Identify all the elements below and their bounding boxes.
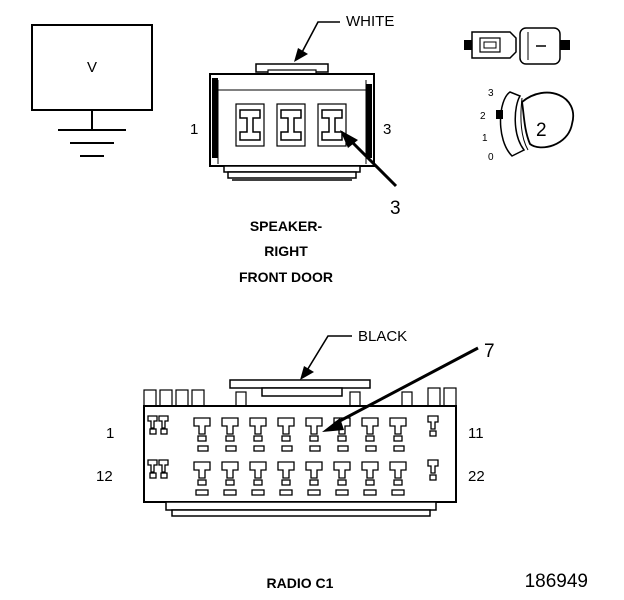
speaker-name-line-3: FRONT DOOR xyxy=(239,269,333,285)
probe-scale-0: 0 xyxy=(488,152,494,163)
radio-cavity-row-bottom xyxy=(147,459,439,496)
radio-cavity xyxy=(305,417,323,442)
probe-callout: 2 xyxy=(536,120,547,141)
speaker-name-line-2: RIGHT xyxy=(264,243,308,259)
figure-number: 186949 xyxy=(525,571,588,592)
radio-cavity xyxy=(277,461,295,496)
ground-icon xyxy=(58,129,126,157)
radio-callout: 7 xyxy=(484,341,495,362)
radio-cavity xyxy=(147,415,169,435)
speaker-cavity xyxy=(276,103,306,147)
probe-scale-1: 1 xyxy=(482,133,488,144)
voltmeter-symbol: V xyxy=(31,24,153,130)
radio-pin-top-right: 11 xyxy=(468,425,484,442)
probe-scale-3: 3 xyxy=(488,88,494,99)
probe-gauge: 3 2 1 0 2 xyxy=(480,88,575,163)
radio-cavity xyxy=(277,417,295,442)
radio-cavity xyxy=(361,417,379,442)
radio-cavity xyxy=(249,461,267,496)
speaker-name-line-1: SPEAKER- xyxy=(250,218,323,234)
radio-cavity xyxy=(305,461,323,496)
speaker-color-label: WHITE xyxy=(346,13,394,30)
radio-pin-bottom-right: 22 xyxy=(468,468,485,485)
radio-cavity xyxy=(361,461,379,496)
speaker-cavity xyxy=(235,103,265,147)
radio-connector-name: RADIO C1 xyxy=(267,575,334,591)
speaker-pin-left: 1 xyxy=(190,121,198,138)
speaker-callout: 3 xyxy=(390,198,401,219)
radio-cavity xyxy=(221,461,239,496)
probe-scale-2: 2 xyxy=(480,111,486,122)
radio-cavity xyxy=(249,417,267,442)
radio-connector: BLACK 1 11 12 22 7 RA xyxy=(96,328,495,591)
speaker-cavity xyxy=(317,103,347,147)
terminal-probe-icon xyxy=(464,27,570,65)
radio-cavity xyxy=(221,417,239,442)
radio-cavity xyxy=(389,417,407,442)
radio-cavity xyxy=(333,461,351,496)
radio-cavity xyxy=(427,415,439,437)
radio-pin-bottom-left: 12 xyxy=(96,468,113,485)
radio-cavity xyxy=(147,459,169,479)
radio-pin-top-left: 1 xyxy=(106,425,114,442)
speaker-pin-right: 3 xyxy=(383,121,391,138)
radio-cavity xyxy=(427,459,439,481)
radio-color-label: BLACK xyxy=(358,328,407,345)
radio-cavity xyxy=(193,417,211,442)
radio-cavity xyxy=(389,461,407,496)
speaker-connector: WHITE 1 3 3 xyxy=(190,13,401,285)
voltmeter-label: V xyxy=(87,59,97,76)
radio-cavity xyxy=(193,461,211,496)
